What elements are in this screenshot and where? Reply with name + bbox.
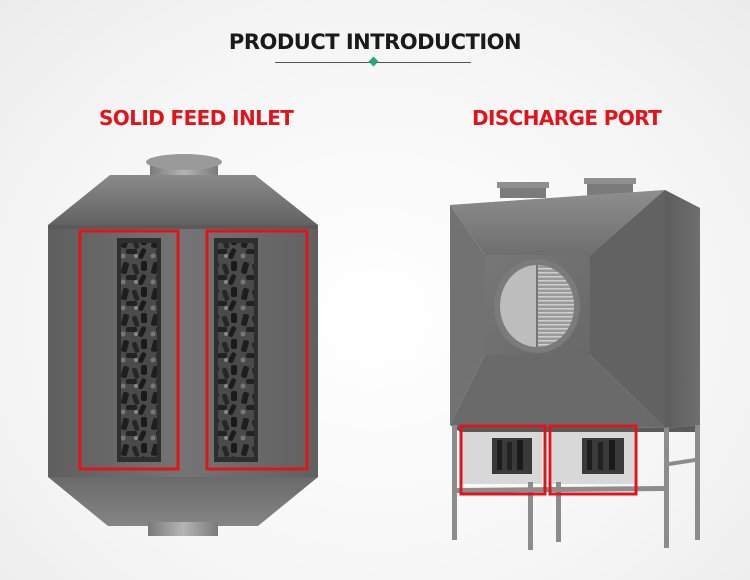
top-stub-right: [587, 182, 633, 196]
housing-side: [665, 190, 700, 428]
perspective-view-illustration: [450, 178, 700, 550]
discharge-highlight-box-left: [459, 424, 547, 496]
inlet-highlight-box-right: [205, 229, 309, 471]
solid-feed-inlet-label: SOLID FEED INLET: [99, 106, 294, 130]
top-hopper: [48, 175, 318, 225]
discharge-highlight-box-right: [548, 424, 638, 496]
support-legs: [452, 425, 700, 550]
bottom-hopper: [48, 477, 318, 526]
page-title: PRODUCT INTRODUCTION: [228, 30, 522, 54]
housing-body: [48, 225, 318, 477]
top-stub-left: [500, 186, 546, 198]
discharge-port-label: DISCHARGE PORT: [472, 106, 662, 130]
front-upper-face: [450, 190, 665, 255]
front-view-illustration: [48, 154, 318, 536]
bottom-outlet-pipe: [148, 522, 218, 536]
inlet-highlight-box-left: [78, 229, 180, 471]
